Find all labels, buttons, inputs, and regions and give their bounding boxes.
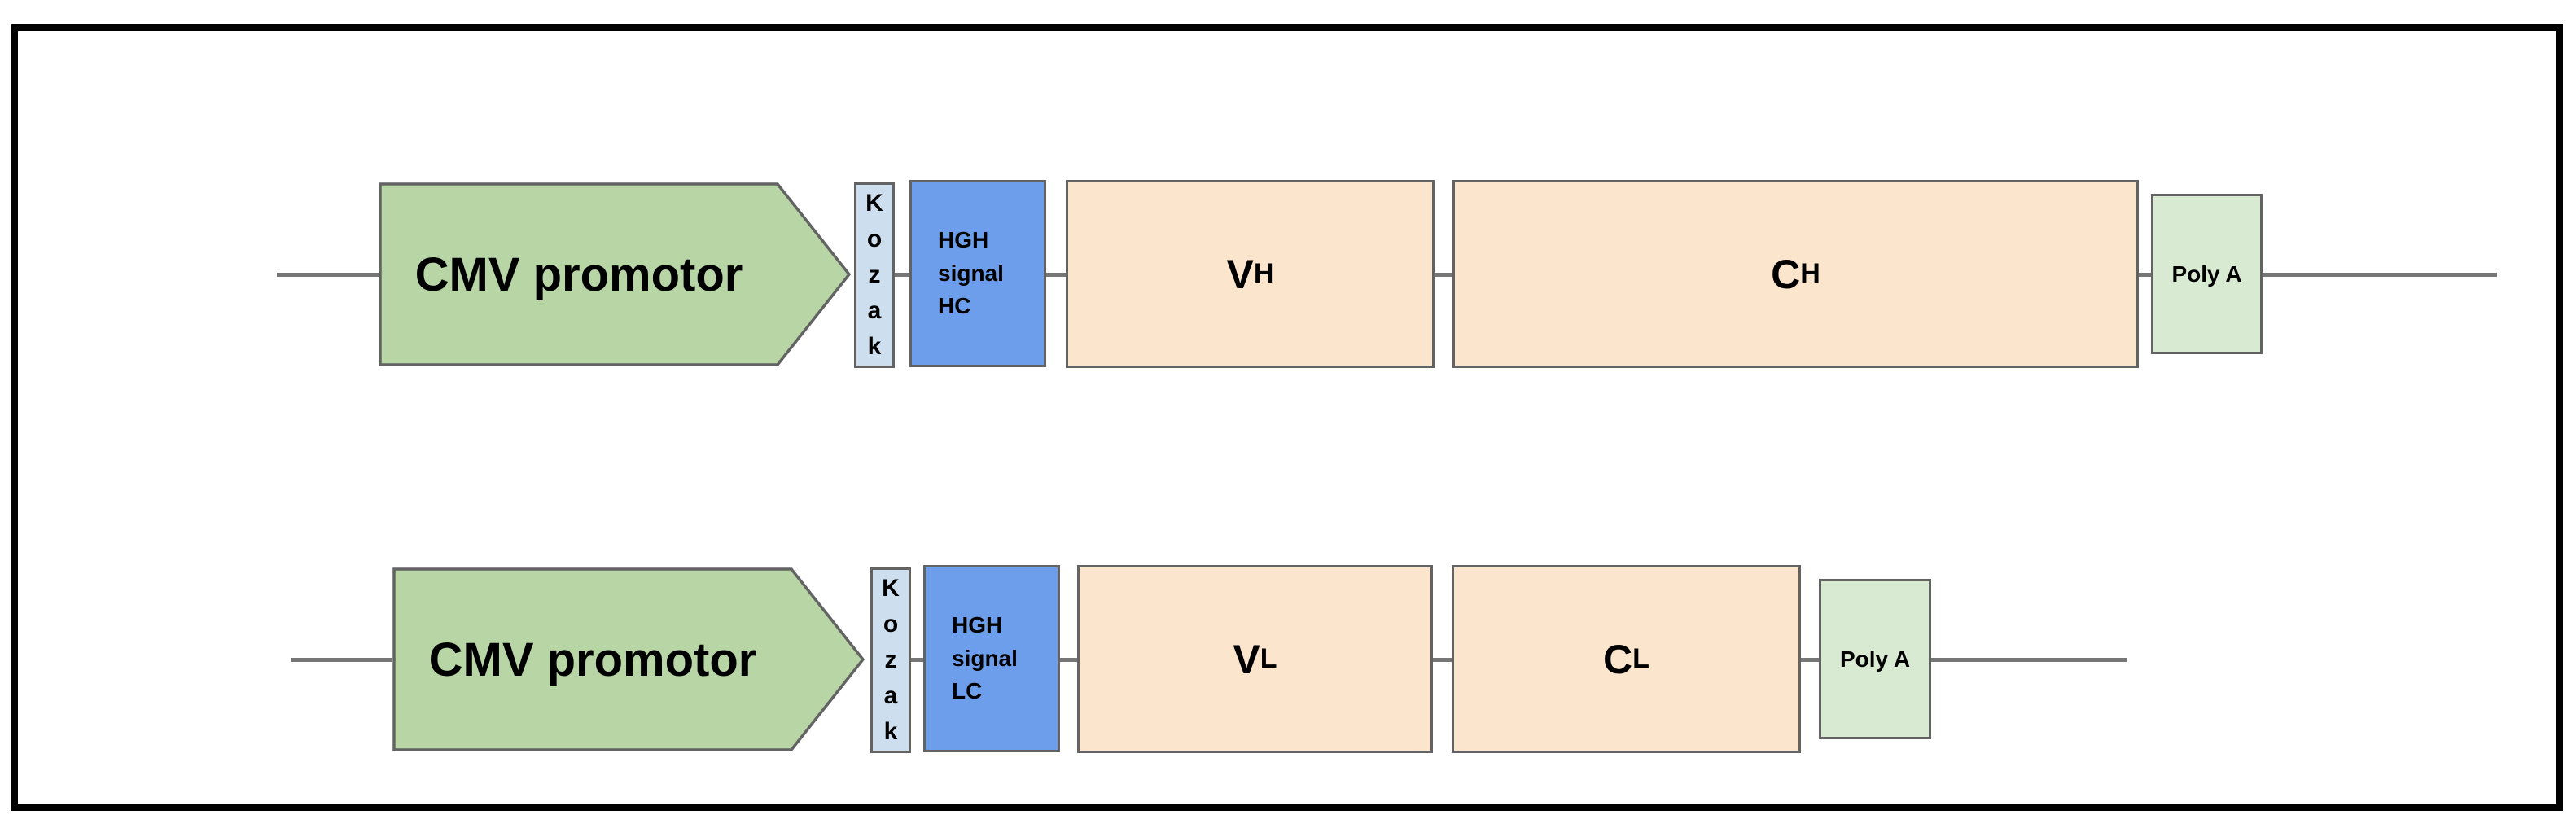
kozak-box-lc: Kozak bbox=[870, 567, 911, 753]
promoter-label-hc: CMV promotor bbox=[414, 248, 743, 301]
vh-sub-letter: H bbox=[1253, 258, 1274, 289]
ch-sub-letter: H bbox=[1800, 258, 1820, 289]
connector-line bbox=[1433, 658, 1452, 662]
hgh-signal-box-lc: HGH signal LC bbox=[923, 565, 1060, 752]
cmv-promoter-arrow-lc: CMV promotor bbox=[392, 567, 865, 751]
kozak-box-hc: Kozak bbox=[854, 182, 895, 368]
polya-box-lc: Poly A bbox=[1819, 579, 1931, 739]
promoter-arrow-shape bbox=[392, 567, 865, 751]
backbone-line-right-lc bbox=[1931, 658, 2127, 662]
vl-main-letter: V bbox=[1233, 636, 1260, 682]
cmv-promoter-arrow-hc: CMV promotor bbox=[379, 182, 851, 366]
cl-main-letter: C bbox=[1603, 636, 1633, 682]
vl-sub-letter: L bbox=[1260, 643, 1277, 674]
connector-line bbox=[1046, 273, 1066, 277]
connector-line bbox=[1060, 658, 1077, 662]
vh-main-letter: V bbox=[1226, 251, 1254, 297]
backbone-line-left-lc bbox=[291, 658, 392, 662]
cl-sub-letter: L bbox=[1632, 643, 1649, 674]
backbone-line-right-hc bbox=[2263, 273, 2497, 277]
connector-line bbox=[1801, 658, 1819, 662]
backbone-line-left-hc bbox=[277, 273, 379, 277]
connector-line bbox=[1435, 273, 1452, 277]
promoter-label-lc: CMV promotor bbox=[428, 633, 757, 686]
promoter-arrow-shape bbox=[379, 182, 851, 366]
hgh-signal-box-hc: HGH signal HC bbox=[909, 180, 1046, 367]
polya-box-hc: Poly A bbox=[2151, 194, 2263, 354]
connector-line bbox=[2139, 273, 2151, 277]
connector-line bbox=[895, 273, 909, 277]
connector-line bbox=[911, 658, 923, 662]
ch-main-letter: C bbox=[1771, 251, 1801, 297]
